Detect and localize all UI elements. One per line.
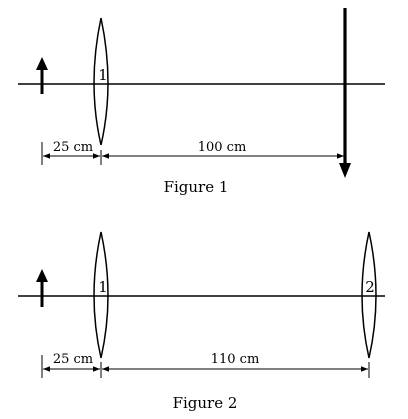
lens-1-fig1 xyxy=(93,17,109,146)
lens-1-label-fig2: 1 xyxy=(98,278,108,296)
caption-figure-1: Figure 1 xyxy=(164,178,229,196)
caption-figure-2: Figure 2 xyxy=(173,394,238,412)
dim-label-25cm-fig2: 25 cm xyxy=(53,352,93,367)
object-arrow-1 xyxy=(36,57,48,94)
dim-label-100cm: 100 cm xyxy=(198,140,247,155)
figure-2: 1 2 25 cm 110 cm Figure 2 xyxy=(18,231,385,412)
lens-2-label-fig2: 2 xyxy=(365,278,375,296)
image-arrow-1 xyxy=(339,8,351,178)
object-arrow-2 xyxy=(36,269,48,307)
lens-2-fig2 xyxy=(361,231,377,359)
dim-label-25cm-fig1: 25 cm xyxy=(53,140,93,155)
figure-1: 1 25 cm 100 cm Figure 1 xyxy=(18,8,385,196)
lens-1-fig2 xyxy=(93,231,109,359)
lens-1-label-fig1: 1 xyxy=(98,66,108,84)
dim-label-110cm: 110 cm xyxy=(211,352,260,367)
